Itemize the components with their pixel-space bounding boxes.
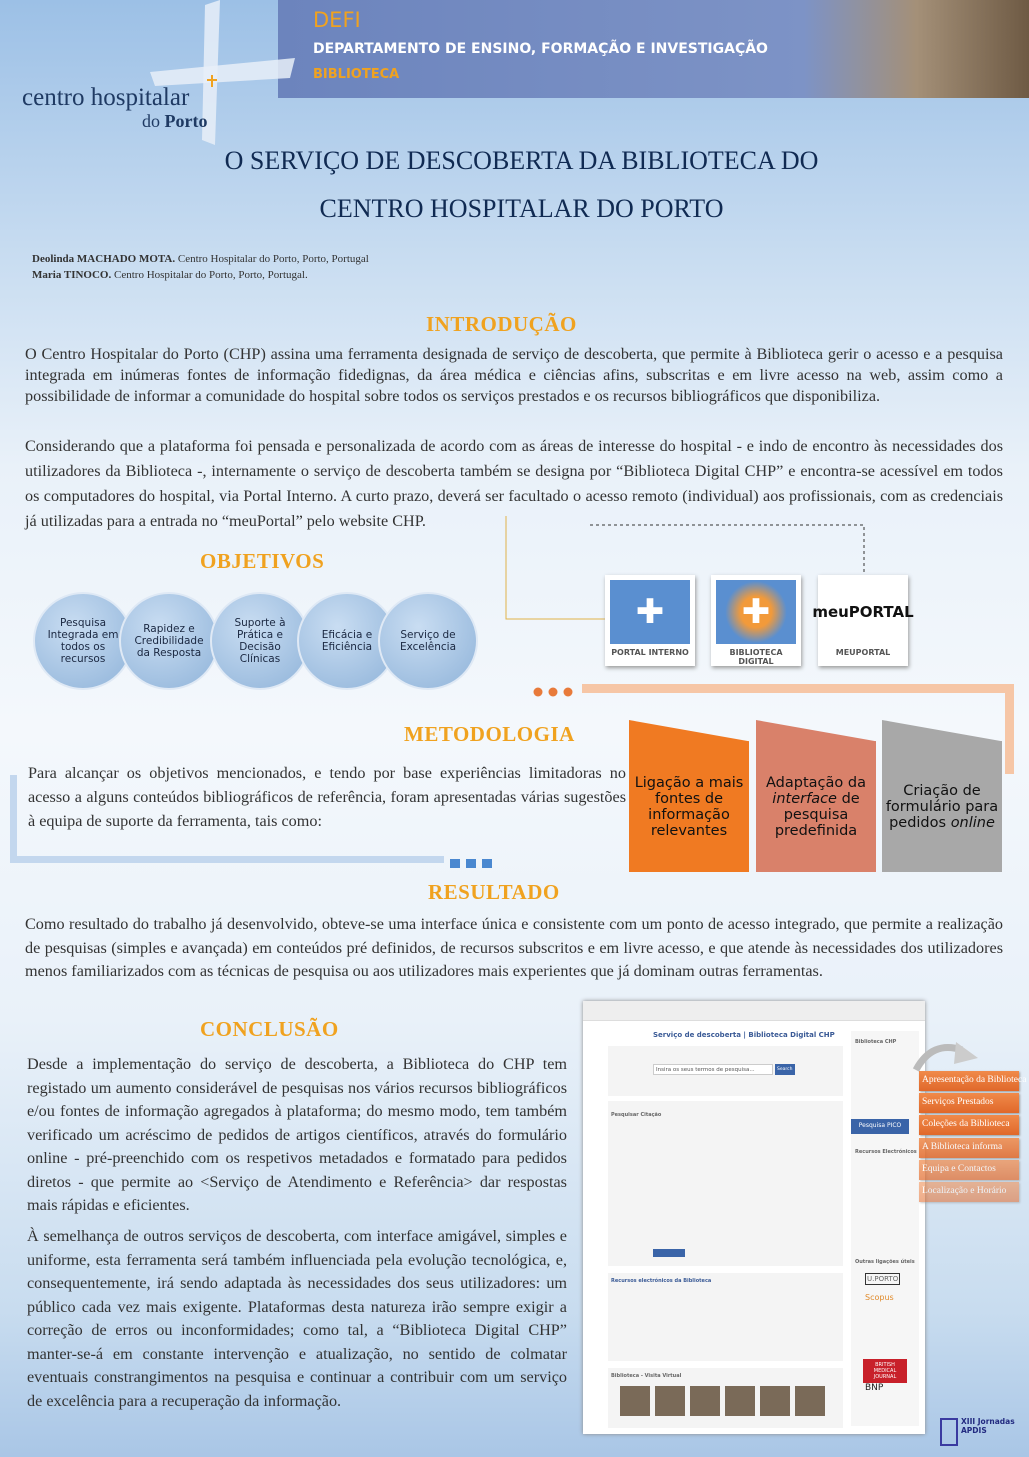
sidebar-title: Biblioteca CHP xyxy=(855,1039,897,1045)
conclusion-paragraph-2: À semelhança de outros serviços de desco… xyxy=(27,1227,567,1410)
blue-rule xyxy=(10,856,444,863)
conclusion-paragraph-1: Desde a implementação do serviço de desc… xyxy=(27,1055,567,1214)
sidebar: Biblioteca CHP Pesquisa PICO Recursos El… xyxy=(851,1031,919,1426)
squares-decoration xyxy=(450,855,494,868)
pico-button[interactable]: Pesquisa PICO xyxy=(851,1119,909,1134)
logo-subtext: do Porto xyxy=(142,111,208,131)
portal-globe-icon: ✚ xyxy=(610,580,690,644)
menu-item: Equipa e Contactos xyxy=(919,1160,1019,1180)
menu-item: Apresentação da Biblioteca xyxy=(919,1071,1026,1091)
author-2: Maria TINOCO. Centro Hospitalar do Porto… xyxy=(32,269,308,281)
link-uporto[interactable]: U.PORTO xyxy=(865,1273,901,1285)
objective-circle: Pesquisa Integrada em todos os recursos xyxy=(33,592,133,690)
portal-interno-tile: ✚PORTAL INTERNO xyxy=(605,575,695,666)
search-panel: Insira os seus termos de pesquisa... Sea… xyxy=(608,1046,843,1096)
objective-circle: Rapidez e Credibilidade da Resposta xyxy=(119,592,219,690)
search-citation-button[interactable] xyxy=(653,1249,685,1257)
conclusion-heading: CONCLUSÃO xyxy=(200,1017,339,1041)
section-label: BIBLIOTECA xyxy=(313,67,400,82)
search-input[interactable]: Insira os seus termos de pesquisa... xyxy=(653,1064,773,1075)
dots-decoration xyxy=(533,684,573,697)
biblioteca-digital-tile: ✚BIBLIOTECA DIGITAL xyxy=(711,575,801,666)
methodology-text: Para alcançar os objetivos mencionados, … xyxy=(28,764,626,830)
apdis-logo-text: XIII Jornadas APDIS xyxy=(961,1417,1015,1435)
meuportal-logo: meuPORTAL xyxy=(812,580,914,644)
citation-heading: Pesquisar Citação xyxy=(611,1112,662,1118)
sidebar-resources-heading: Recursos Electrónicos xyxy=(855,1149,917,1155)
objective-circle: Eficácia e Eficiência xyxy=(297,592,397,690)
menu-item: Localização e Horário xyxy=(919,1182,1019,1202)
screenshot-navbar xyxy=(583,1001,925,1021)
objective-circle: Serviço de Excelência xyxy=(378,592,478,690)
objectives-heading: OBJETIVOS xyxy=(200,549,325,573)
menu-item: A Biblioteca informa xyxy=(919,1138,1019,1158)
orange-rule-vertical xyxy=(1005,684,1014,774)
intro-heading: INTRODUÇÃO xyxy=(426,312,577,336)
tour-heading: Biblioteca - Visita Virtual xyxy=(611,1373,682,1379)
virtual-tour-panel: Biblioteca - Visita Virtual xyxy=(608,1368,843,1428)
library-globe-icon: ✚ xyxy=(716,580,796,644)
apdis-logo-icon xyxy=(940,1418,958,1446)
methodology-step-1: Ligação a mais fontes de informação rele… xyxy=(629,720,749,872)
poster-title-line1: O SERVIÇO DE DESCOBERTA DA BIBLIOTECA DO xyxy=(224,146,819,175)
screenshot-title: Serviço de descoberta | Biblioteca Digit… xyxy=(653,1031,835,1039)
intro-paragraph-1: O Centro Hospitalar do Porto (CHP) assin… xyxy=(25,345,1003,405)
defi-label: DEFI xyxy=(313,8,361,32)
link-bmj[interactable]: BRITISH MEDICAL JOURNAL xyxy=(863,1359,907,1383)
header-banner xyxy=(278,0,1029,98)
blue-rule-vertical xyxy=(10,775,17,863)
result-text: Como resultado do trabalho já desenvolvi… xyxy=(25,915,1003,980)
menu-item: Serviços Prestados xyxy=(919,1093,1019,1113)
resources-panel: Recursos electrónicos da Biblioteca xyxy=(608,1273,843,1361)
methodology-step-2: Adaptação da interface de pesquisa prede… xyxy=(756,720,876,872)
intro-paragraph-2: Considerando que a plataforma foi pensad… xyxy=(25,437,1003,530)
department-label: DEPARTAMENTO DE ENSINO, FORMAÇÃO E INVES… xyxy=(313,41,768,57)
cross-logo-icon xyxy=(150,0,295,145)
orange-rule xyxy=(582,684,1014,693)
connector-lines xyxy=(505,516,865,620)
author-1: Deolinda MACHADO MOTA. Centro Hospitalar… xyxy=(32,253,369,265)
resources-heading: Recursos electrónicos da Biblioteca xyxy=(611,1278,712,1284)
citation-panel: Pesquisar Citação xyxy=(608,1101,843,1266)
link-bnp[interactable]: BNP xyxy=(865,1383,884,1393)
result-heading: RESULTADO xyxy=(428,880,560,904)
search-button[interactable]: Search xyxy=(775,1064,795,1075)
objective-circle: Suporte à Prática e Decisão Clínicas xyxy=(210,592,310,690)
discovery-service-screenshot: Serviço de descoberta | Biblioteca Digit… xyxy=(583,1001,925,1434)
menu-item: Coleções da Biblioteca xyxy=(919,1115,1019,1135)
link-scopus[interactable]: Scopus xyxy=(865,1293,894,1302)
poster-title-line2: CENTRO HOSPITALAR DO PORTO xyxy=(319,194,724,223)
methodology-heading: METODOLOGIA xyxy=(404,722,575,746)
sidebar-links-heading: Outras ligações úteis xyxy=(855,1259,915,1265)
tour-photos xyxy=(620,1386,830,1416)
logo-text: centro hospitalar xyxy=(22,84,190,111)
curved-arrow-icon xyxy=(912,1042,978,1072)
methodology-step-3: Criação de formulário para pedidos onlin… xyxy=(882,720,1002,872)
